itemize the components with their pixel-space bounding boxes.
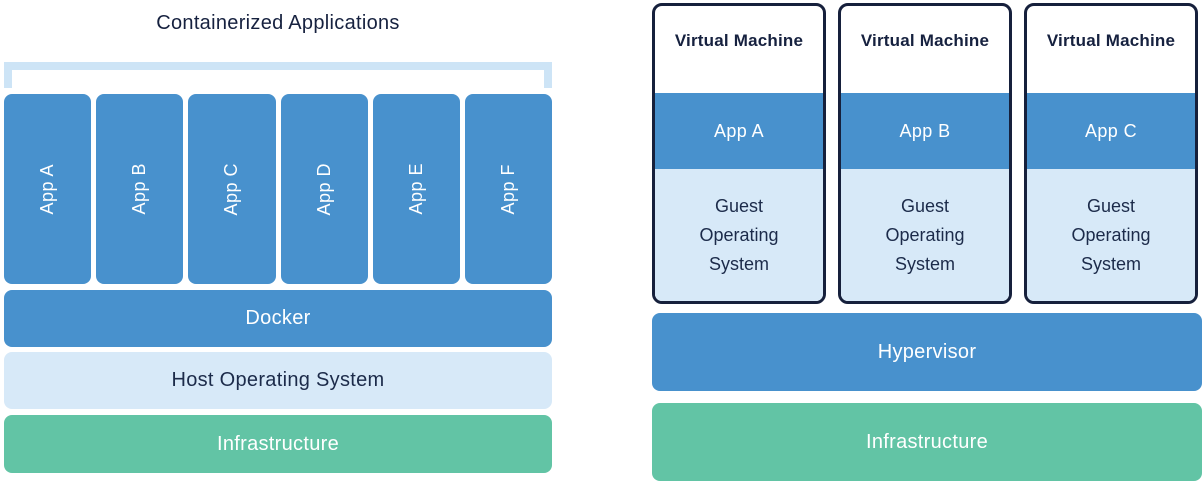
- container-app-f-label: App F: [497, 163, 518, 215]
- container-apps-row: App A App B App C App D App E App F: [4, 94, 553, 284]
- vm-box-1-header: Virtual Machine: [655, 6, 823, 93]
- container-app-e: App E: [372, 94, 460, 284]
- containerized-title: Containerized Applications: [156, 12, 400, 34]
- vm-box-3-header: Virtual Machine: [1027, 6, 1195, 93]
- vm-box-3: Virtual Machine App C Guest Operating Sy…: [1024, 3, 1198, 304]
- vm-box-3-guest-os: Guest Operating System: [1027, 169, 1195, 301]
- vm-box-3-app: App C: [1027, 93, 1195, 169]
- vm-box-1-app: App A: [655, 93, 823, 169]
- container-app-d-label: App D: [313, 162, 334, 216]
- hypervisor-layer: Hypervisor: [652, 313, 1202, 391]
- vm-box-1-guest-os: Guest Operating System: [655, 169, 823, 301]
- container-app-d: App D: [280, 94, 368, 284]
- container-app-f: App F: [464, 94, 553, 284]
- vm-box-2-title: Virtual Machine: [860, 30, 990, 50]
- infrastructure-layer-right: Infrastructure: [652, 403, 1202, 481]
- container-app-b-label: App B: [129, 163, 150, 215]
- virtual-machine-stack: Virtual Machine App A Guest Operating Sy…: [652, 0, 1202, 484]
- vm-box-2-header: Virtual Machine: [841, 6, 1009, 93]
- containerized-stack: Containerized Applications App A App B A…: [4, 0, 553, 484]
- container-app-e-label: App E: [405, 163, 426, 215]
- vm-box-2-guest-os: Guest Operating System: [841, 169, 1009, 301]
- vm-box-2: Virtual Machine App B Guest Operating Sy…: [838, 3, 1012, 304]
- container-app-b: App B: [96, 94, 184, 284]
- container-app-c-label: App C: [221, 162, 242, 216]
- container-app-c: App C: [188, 94, 276, 284]
- grouping-bracket: [4, 62, 552, 88]
- vm-row: Virtual Machine App A Guest Operating Sy…: [652, 3, 1198, 304]
- host-os-layer: Host Operating System: [4, 352, 552, 409]
- vm-box-1: Virtual Machine App A Guest Operating Sy…: [652, 3, 826, 304]
- vm-box-3-title: Virtual Machine: [1046, 30, 1176, 50]
- vm-box-1-title: Virtual Machine: [674, 30, 804, 50]
- infrastructure-layer-left: Infrastructure: [4, 415, 552, 473]
- vm-box-2-app: App B: [841, 93, 1009, 169]
- docker-layer: Docker: [4, 290, 552, 347]
- container-app-a: App A: [4, 94, 92, 284]
- container-app-a-label: App A: [37, 163, 58, 215]
